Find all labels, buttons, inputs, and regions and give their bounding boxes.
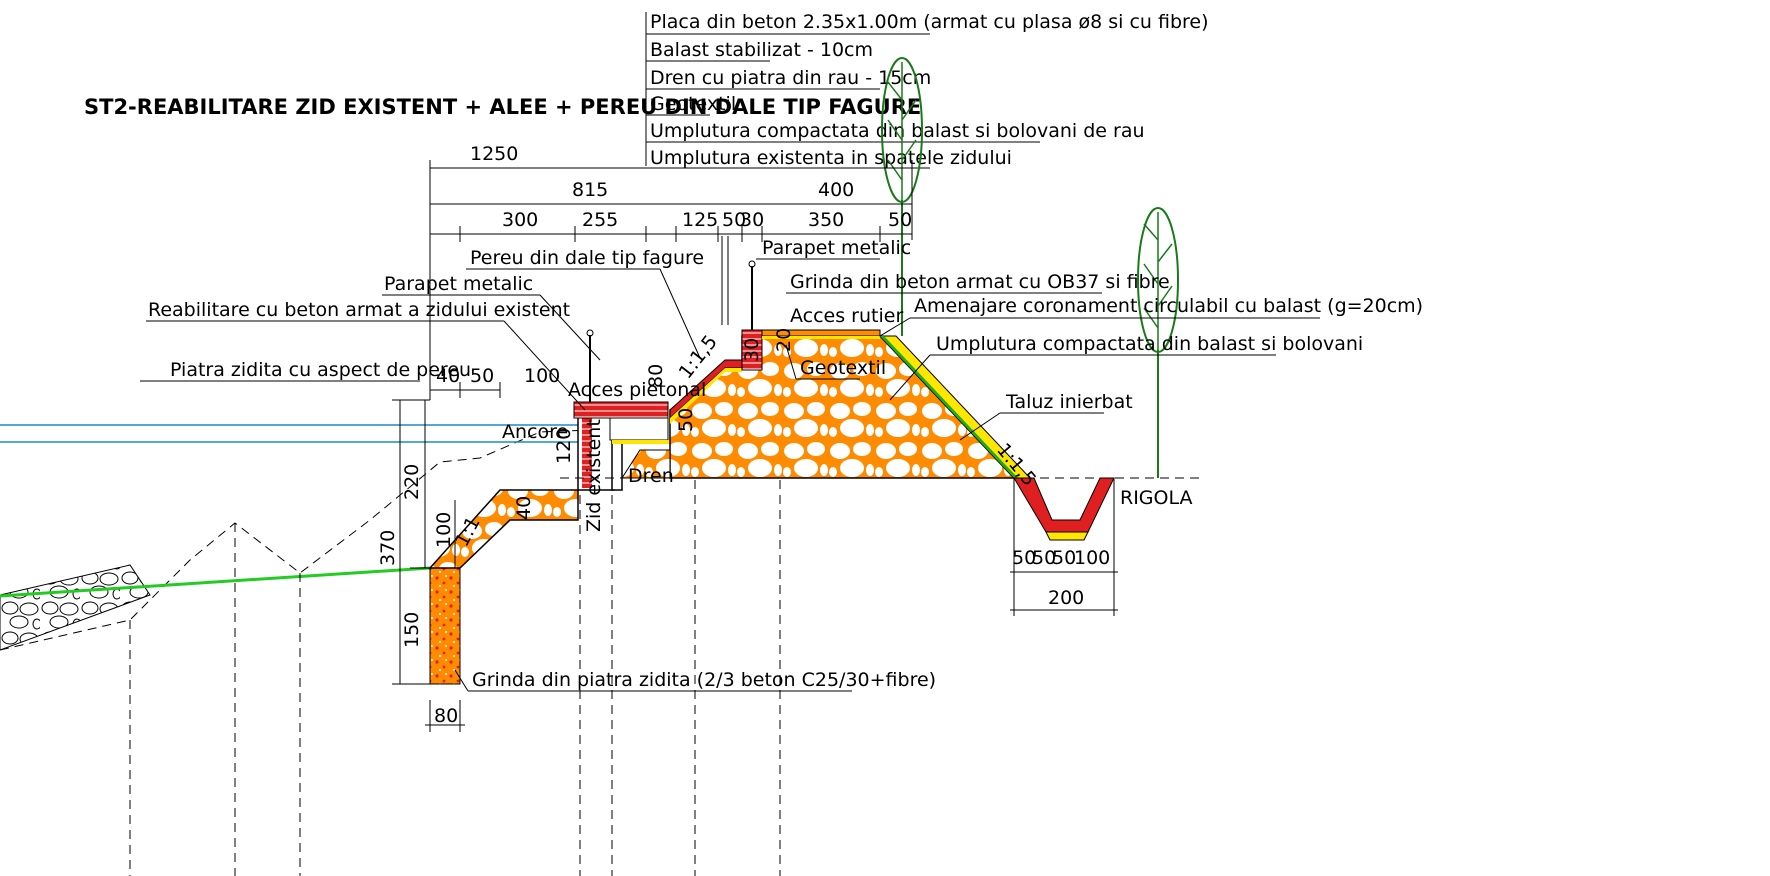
annotations: Pereu din dale tip fagure Parapet metali… bbox=[140, 237, 1423, 692]
dim-220: 220 bbox=[401, 464, 423, 500]
dim-350: 350 bbox=[808, 209, 844, 231]
dim-80: 80 bbox=[434, 705, 458, 727]
dimension-chains-left: 370 220 150 100 80 40 80 50 120 30 20 bbox=[377, 328, 795, 732]
dim-150: 150 bbox=[401, 612, 423, 648]
dim-40b: 40 bbox=[513, 496, 535, 520]
dim-1250: 1250 bbox=[470, 143, 518, 165]
dim-400: 400 bbox=[818, 179, 854, 201]
dim-120: 120 bbox=[553, 428, 575, 464]
existing-ground bbox=[0, 429, 781, 876]
label-pereu: Pereu din dale tip fagure bbox=[470, 247, 704, 269]
rigola-dimensions: 50 50 50 100 200 bbox=[1010, 478, 1118, 616]
dim-50: 50 bbox=[722, 209, 746, 231]
label-taluz: Taluz inierbat bbox=[1005, 391, 1133, 413]
wall-reinforcement bbox=[582, 412, 592, 488]
dim-50b: 50 bbox=[888, 209, 912, 231]
legend-placa: Placa din beton 2.35x1.00m (armat cu pla… bbox=[650, 11, 1209, 33]
legend-dren: Dren cu piatra din rau - 15cm bbox=[650, 67, 931, 89]
dim-80a: 80 bbox=[645, 364, 667, 388]
tree-left bbox=[881, 57, 923, 336]
stone-beam bbox=[429, 567, 461, 685]
label-acces-pietonal: Acces pietonal bbox=[568, 379, 706, 401]
label-amenajare: Amenajare coronament circulabil cu balas… bbox=[914, 295, 1423, 317]
dim-30: 30 bbox=[740, 209, 764, 231]
dimension-chains-top: 1250 815 400 300 255 125 50 30 350 50 40… bbox=[429, 143, 913, 400]
dim-815: 815 bbox=[572, 179, 608, 201]
dim-40: 40 bbox=[436, 365, 460, 387]
drawing-title: ST2-REABILITARE ZID EXISTENT + ALEE + PE… bbox=[84, 95, 921, 119]
dim-rigola-50c: 50 bbox=[1052, 547, 1076, 569]
dim-rigola-50b: 50 bbox=[1032, 547, 1056, 569]
label-parapet-left: Parapet metalic bbox=[384, 273, 533, 295]
legend-balast: Balast stabilizat - 10cm bbox=[650, 39, 873, 61]
ground-line-green bbox=[0, 566, 431, 598]
label-zid-existent: Zid existent bbox=[583, 419, 605, 532]
legend-umplutura-existenta: Umplutura existenta in spatele zidului bbox=[650, 147, 1012, 169]
dim-50c: 50 bbox=[470, 365, 494, 387]
rigola-ditch bbox=[1013, 477, 1115, 533]
dim-rigola-50a: 50 bbox=[1012, 547, 1036, 569]
dim-300: 300 bbox=[502, 209, 538, 231]
parapet-right bbox=[721, 236, 756, 330]
label-grinda-beton: Grinda din beton armat cu OB37 si fibre bbox=[790, 271, 1170, 293]
dim-rigola-200: 200 bbox=[1048, 587, 1084, 609]
label-grinda-piatra: Grinda din piatra zidita (2/3 beton C25/… bbox=[472, 669, 936, 691]
dim-100: 100 bbox=[524, 365, 560, 387]
legend-umplutura-compactata: Umplutura compactata din balast si bolov… bbox=[650, 120, 1145, 142]
dim-100b: 100 bbox=[433, 512, 455, 548]
dim-370: 370 bbox=[377, 530, 399, 566]
label-acces-rutier: Acces rutier bbox=[790, 305, 903, 327]
legend-geotextil: Geotextil bbox=[650, 93, 736, 115]
dim-50d: 50 bbox=[675, 408, 697, 432]
pedestrian-slab bbox=[573, 401, 669, 419]
dim-20: 20 bbox=[773, 328, 795, 352]
label-rigola: RIGOLA bbox=[1120, 487, 1193, 509]
layer-legend: Placa din beton 2.35x1.00m (armat cu pla… bbox=[645, 11, 1209, 169]
dim-255: 255 bbox=[582, 209, 618, 231]
parapet-left bbox=[586, 329, 594, 402]
label-geotextil: Geotextil bbox=[800, 357, 886, 379]
label-piatra-zidita: Piatra zidita cu aspect de pereu bbox=[170, 359, 471, 381]
dim-rigola-100: 100 bbox=[1074, 547, 1110, 569]
label-reabilitare: Reabilitare cu beton armat a zidului exi… bbox=[148, 299, 570, 321]
pereu-slope bbox=[428, 489, 579, 569]
dim-30b: 30 bbox=[741, 338, 763, 362]
label-dren: Dren bbox=[628, 465, 674, 487]
dim-125: 125 bbox=[682, 209, 718, 231]
label-umplutura: Umplutura compactata din balast si bolov… bbox=[936, 333, 1363, 355]
tree-right bbox=[1137, 207, 1179, 478]
label-ancore: Ancore bbox=[502, 421, 568, 443]
label-parapet-right: Parapet metalic bbox=[762, 237, 911, 259]
